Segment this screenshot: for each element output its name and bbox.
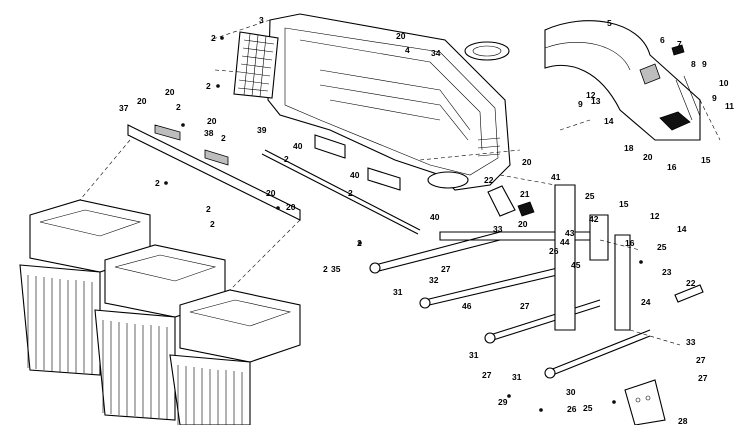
callout: 2 [348,188,353,198]
callout: 2 [206,81,211,91]
callout: 40 [350,170,360,180]
callout: 2 [206,204,211,214]
callout: 23 [662,267,672,277]
callout: 46 [462,301,472,311]
callout: 33 [493,224,503,234]
chute-tube [544,20,701,141]
rod [261,149,421,235]
callout: 28 [678,416,688,425]
callout: 2 [284,154,289,164]
callout: 12 [650,211,660,221]
callout: 25 [657,242,667,252]
latch-parts [639,44,701,131]
callout: 20 [522,157,532,167]
callout: 31 [393,287,403,297]
callout: 4 [405,45,410,55]
callout: 9 [712,93,717,103]
callout: 30 [566,387,576,397]
callout: 2 [210,219,215,229]
callout: 9 [578,99,583,109]
grass-bags [19,199,301,425]
hardware-glyphs [164,36,643,412]
pins [487,185,704,303]
callout: 20 [643,152,653,162]
callout: 31 [469,350,479,360]
callout: 35 [331,264,341,274]
callout: 26 [549,246,559,256]
mount-bracket [624,379,666,425]
callout: 6 [660,35,665,45]
callout: 27 [441,264,451,274]
callout: 32 [429,275,439,285]
callout: 22 [484,175,494,185]
callout: 20 [207,116,217,126]
callout: 9 [702,59,707,69]
callout: 16 [625,238,635,248]
callout: 2 [211,33,216,43]
bag-frame [369,184,651,379]
callout: 40 [430,212,440,222]
callout: 26 [567,404,577,414]
callout: 11 [725,101,734,111]
assembly-lines [79,19,721,346]
callout: 45 [571,260,581,270]
callout: 40 [293,141,303,151]
callout: 43 [565,228,575,238]
callout: 44 [560,237,570,247]
callout: 7 [677,39,682,49]
callout: 14 [604,116,614,126]
callout-labels: 2 3 20 4 34 2 5 6 7 8 9 10 11 9 37 20 20… [119,15,734,425]
callout: 27 [482,370,492,380]
callout: 21 [520,189,530,199]
callout: 27 [698,373,708,383]
callout: 39 [257,125,267,135]
callout: 14 [677,224,687,234]
gasket-ring [464,41,510,61]
callout: 20 [518,219,528,229]
callout: 15 [619,199,629,209]
callout: 13 [591,96,601,106]
callout: 20 [286,202,296,212]
callout: 33 [686,337,696,347]
callout: 18 [624,143,634,153]
callout: 15 [701,155,711,165]
callout: 20 [137,96,147,106]
callout: 41 [551,172,561,182]
callout: 2 [176,102,181,112]
deflector-plate [127,124,301,221]
callout: 42 [589,214,599,224]
callout: 20 [266,188,276,198]
callout: 25 [583,403,593,413]
callout: 25 [585,191,595,201]
callout: 38 [204,128,214,138]
callout: 3 [259,15,264,25]
callout: 37 [119,103,129,113]
callout: 10 [719,78,729,88]
callout: 24 [641,297,651,307]
callout: 2 [155,178,160,188]
hopper-housing [267,13,511,191]
callout: 8 [691,59,696,69]
callout: 22 [686,278,696,288]
callout: 34 [431,48,441,58]
callout: 2 [323,264,328,274]
callout: 20 [396,31,406,41]
screen-panel [233,31,279,99]
callout: 27 [696,355,706,365]
callout: 16 [667,162,677,172]
callout: 27 [520,301,530,311]
callout: 12 [586,90,596,100]
callout: 29 [498,397,508,407]
callout: 31 [512,372,522,382]
callout: 2 [221,133,226,143]
callout: 5 [607,18,612,28]
callout: 20 [165,87,175,97]
